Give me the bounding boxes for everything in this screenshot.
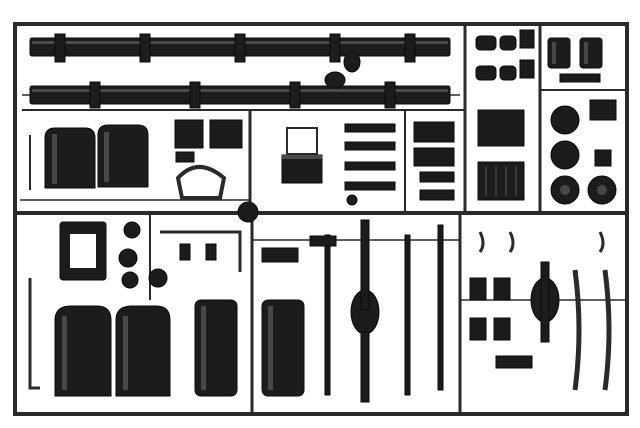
wheel-hubs	[550, 99, 617, 205]
front-axle-diff	[530, 261, 560, 343]
brake-chambers	[344, 123, 396, 206]
leaf-springs	[572, 269, 612, 391]
small-hooks	[478, 231, 605, 253]
battery-box	[281, 127, 323, 184]
steering-linkage	[261, 235, 337, 263]
rear-fender-left	[54, 305, 112, 397]
spring-brackets	[469, 277, 533, 369]
rear-axle-diff	[350, 219, 380, 403]
exhaust-brackets	[160, 230, 242, 272]
chassis-rail-top	[29, 33, 451, 73]
grille-panels	[477, 109, 525, 201]
air-valves-cluster	[475, 29, 535, 81]
fuel-caps	[118, 221, 168, 289]
mudguard-upper-left	[29, 124, 149, 190]
side-step-rod	[28, 278, 40, 390]
rear-fender-right	[115, 305, 171, 397]
fifth-wheel-frame	[59, 221, 107, 281]
drive-shafts	[324, 224, 444, 396]
fuel-tank-left	[194, 299, 238, 397]
chassis-rail-bottom	[29, 71, 451, 109]
sprue-gate	[237, 201, 259, 223]
toolboxes	[413, 121, 455, 201]
cab-seat-panels	[174, 119, 243, 200]
fuel-tank-right	[261, 299, 305, 397]
air-tanks	[547, 37, 603, 83]
